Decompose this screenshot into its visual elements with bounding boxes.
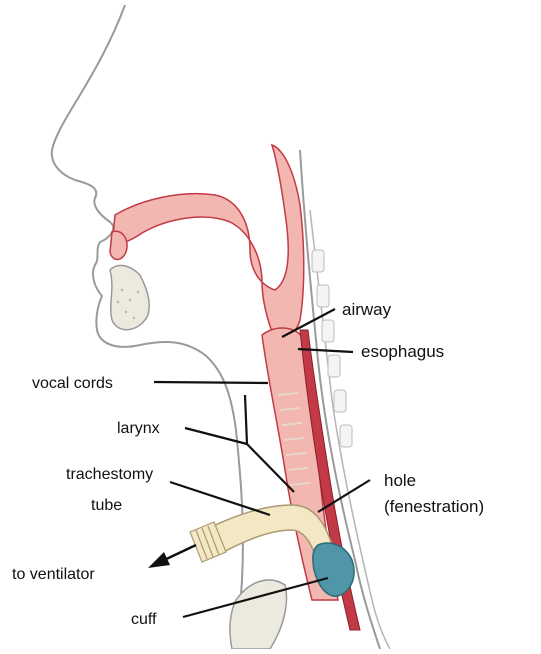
- label-to-ventilator: to ventilator: [12, 566, 95, 583]
- label-hole-line1: hole: [384, 471, 416, 490]
- vocal-cords-leader: [154, 382, 268, 383]
- label-airway: airway: [342, 300, 392, 319]
- label-cuff: cuff: [131, 611, 157, 628]
- label-vocal-cords: vocal cords: [32, 375, 113, 392]
- jaw-bone: [110, 265, 149, 329]
- tongue-tip-tissue: [110, 231, 127, 259]
- label-larynx: larynx: [117, 420, 160, 437]
- trachestomy-tube-leader: [170, 482, 270, 515]
- label-esophagus: esophagus: [361, 342, 444, 361]
- label-hole-line2: (fenestration): [384, 497, 484, 516]
- label-trachestomy-line1: trachestomy: [66, 466, 153, 483]
- to-ventilator-arrow: [148, 545, 196, 568]
- label-trachestomy-line2: tube: [91, 497, 122, 514]
- larynx-leader: [185, 428, 247, 444]
